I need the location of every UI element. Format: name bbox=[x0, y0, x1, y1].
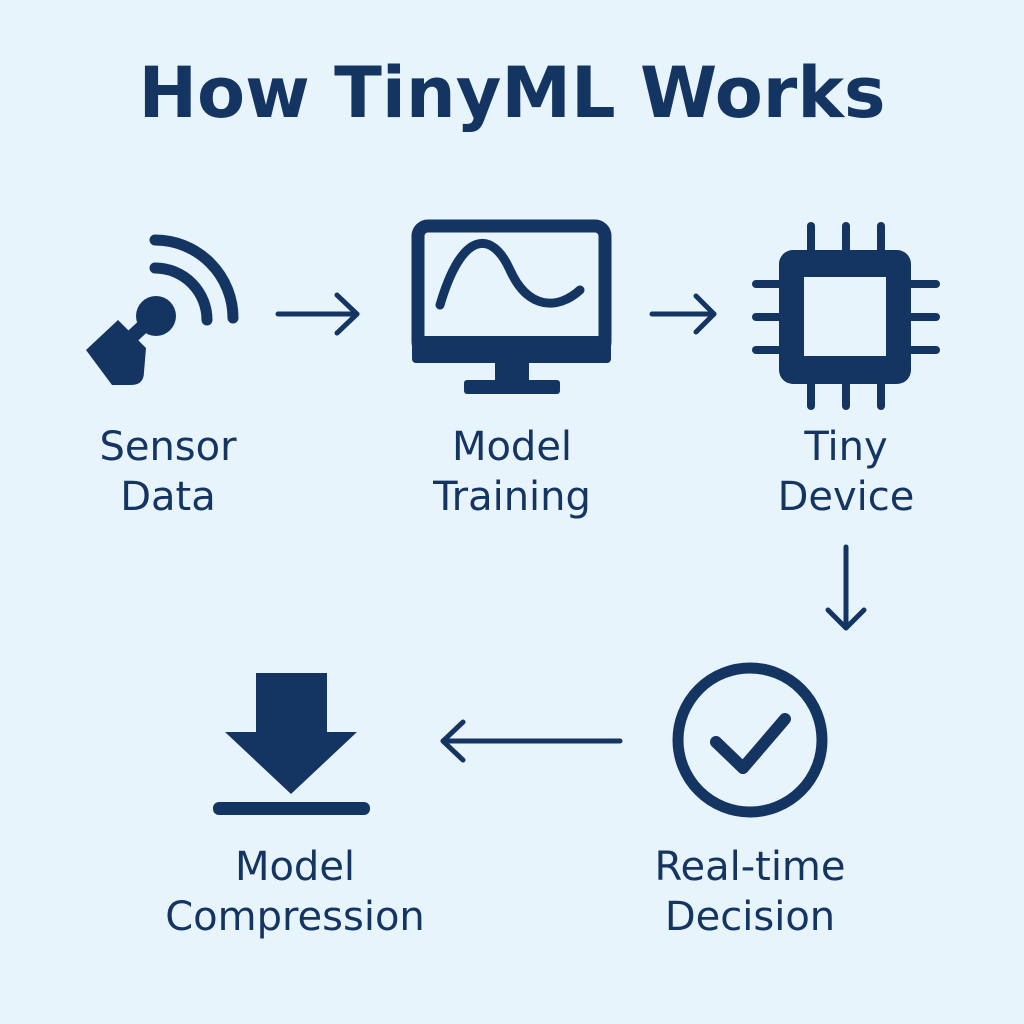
arrow-right-1 bbox=[275, 292, 360, 336]
step-label-line: Sensor bbox=[99, 424, 237, 470]
step-label-line: Data bbox=[120, 474, 216, 520]
page-title: How TinyML Works bbox=[138, 52, 886, 134]
step-label-model-training: Model Training bbox=[392, 422, 632, 522]
microchip-icon bbox=[752, 222, 940, 410]
sensor-signal-icon bbox=[86, 234, 239, 385]
arrow-left bbox=[440, 719, 623, 763]
arrow-right-2 bbox=[649, 293, 717, 335]
step-label-line: Real-time bbox=[654, 844, 846, 890]
check-circle-icon bbox=[672, 662, 828, 818]
step-label-real-time-decision: Real-time Decision bbox=[620, 842, 880, 942]
step-label-line: Decision bbox=[664, 894, 836, 940]
download-arrow-icon bbox=[213, 673, 370, 815]
step-label-line: Compression bbox=[165, 894, 425, 940]
step-label-line: Device bbox=[777, 474, 915, 520]
step-label-line: Model bbox=[451, 424, 573, 470]
step-label-line: Model bbox=[234, 844, 356, 890]
step-label-line: Tiny bbox=[804, 424, 888, 470]
arrow-down bbox=[825, 544, 867, 631]
step-label-tiny-device: Tiny Device bbox=[746, 422, 946, 522]
monitor-waveform-icon bbox=[411, 219, 612, 394]
step-label-model-compression: Model Compression bbox=[140, 842, 450, 942]
step-label-line: Training bbox=[433, 474, 591, 520]
step-label-sensor-data: Sensor Data bbox=[68, 422, 268, 522]
